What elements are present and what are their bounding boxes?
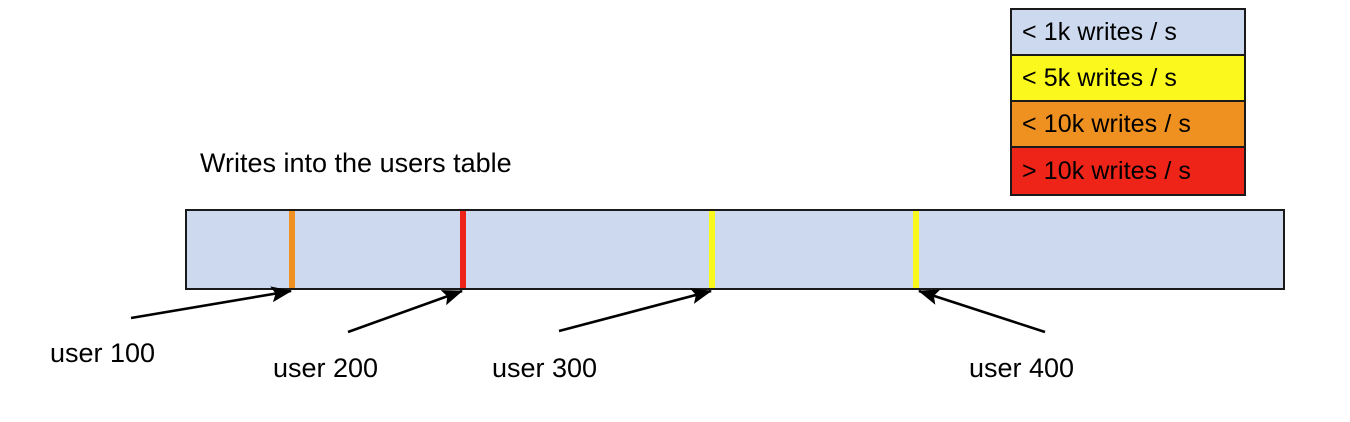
write-rate-legend: < 1k writes / s < 5k writes / s < 10k wr…: [1010, 8, 1246, 196]
users-table-bar: [185, 209, 1285, 290]
callout-label-user-400: user 400: [969, 353, 1075, 383]
bar-stripe-user-300: [709, 211, 715, 288]
bar-stripe-user-200: [460, 211, 466, 288]
callout-label-user-100: user 100: [50, 338, 156, 368]
callout-label-user-200: user 200: [273, 353, 379, 383]
legend-row-under-10k: < 10k writes / s: [1012, 102, 1244, 148]
bar-stripe-user-100: [289, 211, 295, 288]
legend-row-over-10k: > 10k writes / s: [1012, 148, 1244, 194]
callout-arrow-user-300: [558, 288, 713, 333]
callout-arrow-user-200: [347, 289, 463, 334]
callout-arrow-user-100: [130, 286, 293, 320]
bar-stripe-user-400: [913, 211, 919, 288]
legend-label-over-10k: > 10k writes / s: [1022, 156, 1192, 185]
callout-arrow-user-400: [918, 289, 1046, 334]
diagram-title: Writes into the users table: [200, 148, 512, 178]
legend-label-under-1k: < 1k writes / s: [1022, 17, 1178, 46]
callout-label-user-300: user 300: [492, 353, 598, 383]
legend-label-under-5k: < 5k writes / s: [1022, 63, 1178, 92]
legend-row-under-5k: < 5k writes / s: [1012, 56, 1244, 102]
legend-row-under-1k: < 1k writes / s: [1012, 10, 1244, 56]
legend-label-under-10k: < 10k writes / s: [1022, 109, 1192, 138]
